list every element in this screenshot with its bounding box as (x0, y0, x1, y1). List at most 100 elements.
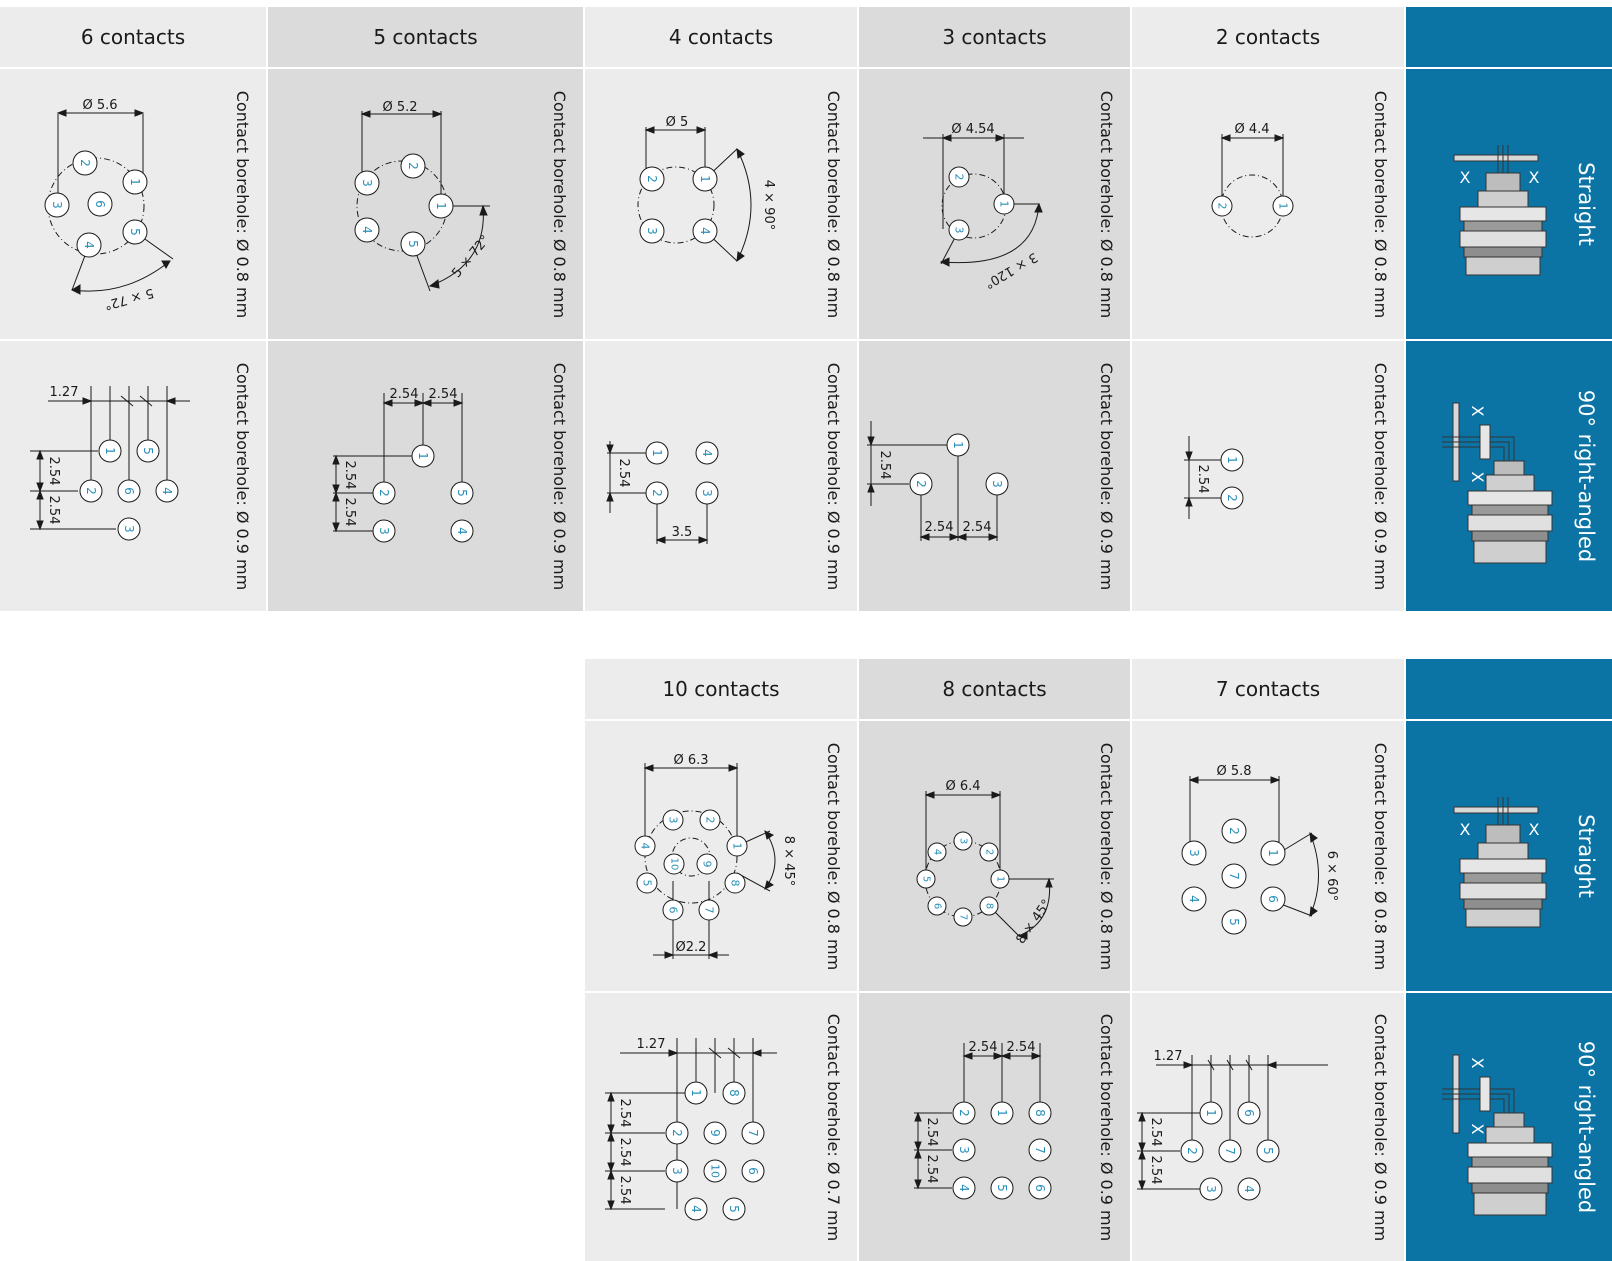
borehole-label: Contact borehole: Ø 0.8 mm (1371, 90, 1391, 318)
layout-6-angled: 1.27 2.54 2.54 1 2 3 4 5 6 (30, 385, 190, 541)
contact-pin: 1 (1199, 1101, 1223, 1125)
section-mark-x: X (1529, 168, 1540, 187)
svg-text:4: 4 (698, 227, 712, 235)
cell-7-angled: 1.27 2.54 2.54 1 2 3 4 5 6 7 Contact bor… (1132, 993, 1404, 1261)
dimension-label: Ø2.2 (676, 940, 707, 955)
svg-text:3: 3 (670, 1167, 684, 1175)
contact-pin: 2 (639, 166, 665, 192)
svg-text:4: 4 (957, 1184, 971, 1192)
contact-pin: 10 (703, 1159, 727, 1183)
angle-label: 8 × 45° (1014, 897, 1055, 947)
contact-pin: 8 (979, 896, 999, 916)
contact-pin: 2 (72, 150, 98, 176)
cell-2-straight: Ø 4.4 1 2 Contact borehole: Ø 0.8 mm (1132, 69, 1404, 339)
contact-pin: 4 (692, 218, 718, 244)
contact-pin: 3 (695, 481, 719, 505)
svg-text:5: 5 (1261, 1147, 1275, 1155)
contact-pin: 6 (741, 1159, 765, 1183)
contact-pin: 1 (1260, 840, 1286, 866)
svg-text:1: 1 (416, 452, 430, 460)
contact-pin: 3 (44, 192, 70, 218)
layout-2-straight: Ø 4.4 1 2 (1211, 122, 1294, 238)
contact-pin: 6 (927, 896, 947, 916)
svg-text:1: 1 (650, 449, 664, 457)
svg-text:6: 6 (122, 487, 136, 495)
contact-pin: 4 (684, 1197, 708, 1221)
angle-label: 8 × 45° (781, 836, 796, 886)
contact-pin: 5 (1221, 909, 1247, 935)
angled-connector-icon: X X (1442, 1054, 1553, 1216)
dimension-label: Ø 6.4 (945, 779, 980, 794)
dimension-label: 2.54 (390, 387, 419, 402)
svg-text:4: 4 (639, 843, 652, 850)
svg-text:1: 1 (434, 202, 448, 210)
layout-3-angled: 2.54 2.54 2.54 1 2 3 (867, 421, 1009, 541)
cell-5-straight: Ø 5.2 5 × 72° 1 2 3 4 5 Contact borehole… (268, 69, 583, 339)
svg-text:1: 1 (731, 843, 744, 850)
svg-text:1: 1 (995, 876, 1006, 882)
borehole-label: Contact borehole: Ø 0.8 mm (1097, 90, 1117, 318)
row-label-angled: 90° right-angled (1574, 389, 1599, 563)
dimension-label: 2.54 (925, 520, 954, 535)
contact-pin: 2 (665, 1121, 689, 1145)
dimension-label: 1.27 (637, 1037, 666, 1052)
borehole-label: Contact borehole: Ø 0.8 mm (550, 90, 570, 318)
dimension-label: Ø 6.3 (673, 753, 708, 768)
svg-text:3: 3 (360, 179, 374, 187)
header-4-contacts: 4 contacts (585, 7, 857, 67)
contact-pin: 4 (952, 1176, 976, 1200)
svg-text:7: 7 (1223, 1147, 1237, 1155)
angled-row-label-cell: X X 90° right-angled (1406, 993, 1612, 1261)
contact-pin: 7 (1218, 1139, 1242, 1163)
svg-text:5: 5 (995, 1184, 1009, 1192)
svg-text:4: 4 (360, 226, 374, 234)
dimension-label: 2.54 (617, 1138, 632, 1167)
angled-row-label-cell: X X 90° right-angled (1406, 341, 1612, 611)
contact-pin: 2 (1221, 818, 1247, 844)
contact-pin: 3 (1181, 840, 1207, 866)
contact-pin: 6 (117, 479, 141, 503)
svg-text:1: 1 (1204, 1109, 1218, 1117)
layout-5-angled: 2.54 2.54 2.54 2.54 1 2 3 4 5 (332, 387, 474, 543)
contact-pin: 7 (741, 1121, 765, 1145)
borehole-label: Contact borehole: Ø 0.9 mm (824, 362, 844, 590)
layout-4-straight: Ø 5 4 × 90° 1 2 3 4 (637, 115, 776, 263)
borehole-label: Contact borehole: Ø 0.8 mm (824, 742, 844, 970)
svg-text:3: 3 (957, 1146, 971, 1154)
svg-text:1: 1 (1225, 456, 1239, 464)
contact-pin: 4 (1181, 886, 1207, 912)
straight-connector-icon: X X (1453, 797, 1547, 928)
contact-pin: 2 (979, 842, 999, 862)
angle-label: 6 × 60° (1324, 851, 1339, 901)
contact-pin: 1 (990, 869, 1010, 889)
dimension-label: Ø 4.4 (1234, 122, 1269, 137)
contact-pin: 8 (1028, 1101, 1052, 1125)
svg-text:4: 4 (932, 849, 943, 855)
contact-pin: 5 (1256, 1139, 1280, 1163)
section-mark-x: X (1460, 820, 1471, 839)
cell-8-straight: Ø 6.4 8 × 45° 1 2 3 4 5 6 7 8 Contact bo… (859, 721, 1130, 991)
cell-3-straight: Ø 4.54 3 × 120° 1 2 3 Contact borehole: … (859, 69, 1130, 339)
svg-text:4: 4 (1242, 1185, 1256, 1193)
contact-pin: 9 (703, 1121, 727, 1145)
dimension-label: 2.54 (963, 520, 992, 535)
contact-pin: 4 (155, 479, 179, 503)
borehole-label: Contact borehole: Ø 0.9 mm (1371, 362, 1391, 590)
contact-pin: 1 (726, 835, 748, 857)
contact-pin: 4 (354, 217, 380, 243)
contact-pin: 5 (916, 869, 936, 889)
cell-6-angled: 1.27 2.54 2.54 1 2 3 4 5 6 Contact boreh… (0, 341, 266, 611)
dimension-label: 2.54 (1195, 465, 1210, 494)
svg-text:3: 3 (645, 227, 659, 235)
svg-text:2: 2 (914, 480, 928, 488)
contact-pin: 1 (1272, 195, 1294, 217)
svg-text:3: 3 (377, 527, 391, 535)
svg-text:7: 7 (1227, 872, 1241, 880)
contact-pin: 3 (372, 519, 396, 543)
svg-text:1: 1 (998, 201, 1011, 208)
straight-row-label-cell: X X Straight (1406, 69, 1612, 339)
contact-pin: 2 (699, 809, 721, 831)
contact-pin: 5 (722, 1197, 746, 1221)
svg-text:2: 2 (1185, 1147, 1199, 1155)
contact-pin: 1 (428, 193, 454, 219)
